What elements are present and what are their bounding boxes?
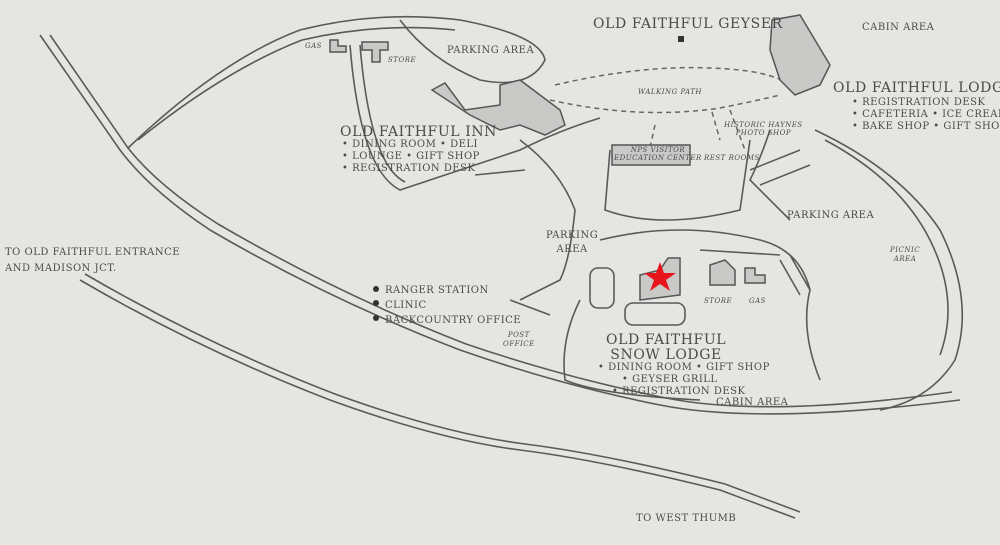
parking-area-label: PARKING AREA <box>787 210 875 221</box>
snow-lodge-amenities: DINING ROOM GIFT SHOP GEYSER GRILL REGIS… <box>598 362 770 398</box>
lodge-label: OLD FAITHFUL LODGE <box>833 80 1000 96</box>
geyser-label: OLD FAITHFUL GEYSER <box>593 16 783 32</box>
snow-lodge-label: OLD FAITHFUL SNOW LODGE <box>606 332 727 363</box>
parking-area-label: PARKING AREA <box>447 45 535 56</box>
old-faithful-lodge-building <box>769 14 831 96</box>
store-label: STORE <box>388 56 417 64</box>
walking-path-label: WALKING PATH <box>638 88 702 96</box>
services-list: RANGER STATION CLINIC BACKCOUNTRY OFFICE <box>385 285 522 326</box>
lodge-amenities: REGISTRATION DESK CAFETERIA ICE CREAM SH… <box>852 97 1000 133</box>
inn-label: OLD FAITHFUL INN <box>340 124 498 140</box>
inn-amenities: DINING ROOM DELI LOUNGE GIFT SHOP REGIST… <box>342 139 480 175</box>
gas-label: GAS <box>749 297 766 305</box>
store-label: STORE <box>704 297 733 305</box>
cabin-area-label: CABIN AREA <box>862 22 935 33</box>
gas-label: GAS <box>305 42 322 50</box>
rest-rooms-label: REST ROOMS <box>704 154 760 162</box>
you-are-here-star <box>644 262 676 291</box>
to-west-thumb-label: TO WEST THUMB <box>636 513 737 524</box>
to-entrance-label: TO OLD FAITHFUL ENTRANCE AND MADISON JCT… <box>5 247 181 274</box>
cabin-area-label: CABIN AREA <box>716 397 789 408</box>
old-faithful-inn-building <box>430 79 566 136</box>
